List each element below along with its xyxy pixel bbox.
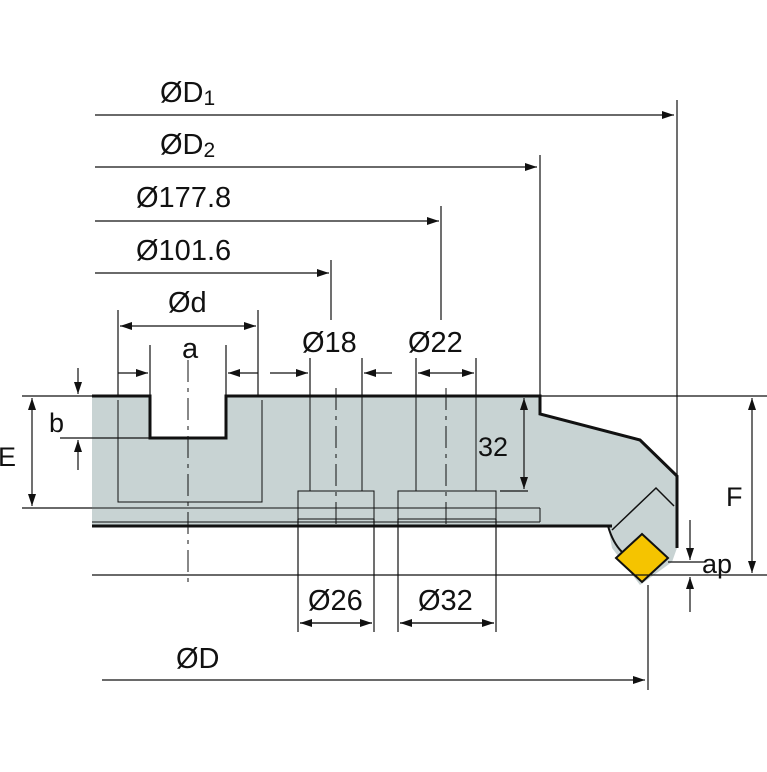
label-101: Ø101.6: [136, 235, 231, 267]
label-f: F: [726, 482, 743, 512]
label-d2: ØD2: [160, 129, 215, 162]
label-a: a: [182, 333, 199, 365]
right-dimensions: [92, 395, 767, 612]
label-22: Ø22: [408, 327, 463, 359]
cutter-outline: [92, 394, 679, 548]
bottom-dimensions: [102, 519, 649, 690]
label-ap: ap: [702, 549, 732, 579]
counterbore-32: [397, 490, 497, 520]
cutter-body-fill: [92, 396, 677, 585]
keyway-inner: [149, 396, 227, 400]
label-b: b: [49, 408, 64, 438]
insert-pocket: [611, 486, 675, 531]
label-e: E: [0, 442, 16, 472]
label-od: ØD: [176, 643, 220, 675]
label-d1: ØD1: [160, 77, 215, 110]
label-32b: Ø32: [418, 585, 473, 617]
cutting-insert: [614, 532, 670, 584]
label-d: Ød: [168, 287, 207, 319]
label-26: Ø26: [308, 585, 363, 617]
center-lines: [187, 360, 447, 588]
label-177: Ø177.8: [136, 182, 231, 214]
diameter-dimensions: [95, 100, 678, 476]
labels: ØD1 ØD2 Ø177.8 Ø101.6 Ød a Ø18 Ø22 b E 3…: [0, 77, 743, 675]
label-32: 32: [478, 432, 508, 462]
cutter-body: [92, 394, 679, 585]
cutter-pocket-edge: [607, 525, 623, 553]
left-dimensions: [22, 368, 150, 509]
inner-bore-outline: [117, 400, 263, 503]
label-18: Ø18: [302, 327, 357, 359]
